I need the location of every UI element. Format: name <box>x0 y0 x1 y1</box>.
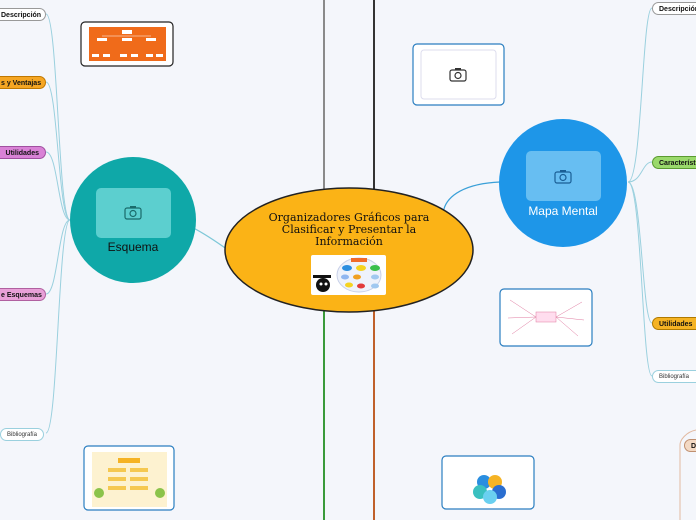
right-item-descripcion[interactable]: Descripción <box>652 2 696 15</box>
flower-thumbnail <box>473 475 506 504</box>
connector-left-4 <box>45 219 71 295</box>
right-item-bibliografia[interactable]: Bibliografía <box>652 370 696 383</box>
left-item-utilidades[interactable]: Utilidades <box>0 146 46 159</box>
left-item-esquemas[interactable]: e Esquemas <box>0 288 46 301</box>
connector-right-2 <box>627 161 653 183</box>
camera-icon <box>554 170 572 184</box>
organizer-illustration-image <box>311 255 386 295</box>
connector-left-2 <box>45 81 71 221</box>
left-item-ventajas[interactable]: s y Ventajas <box>0 76 46 89</box>
mapa-mental-label[interactable]: Mapa Mental <box>528 204 598 218</box>
mind-map-thumbnail <box>507 299 585 337</box>
org-chart-thumbnail <box>89 27 166 61</box>
esquema-label[interactable]: Esquema <box>107 240 159 254</box>
connector-left-5 <box>45 219 71 434</box>
right-item-utilidades[interactable]: Utilidades <box>652 317 696 330</box>
connector-right-1 <box>627 7 653 183</box>
connector-left-3 <box>45 151 71 221</box>
left-item-descripcion[interactable]: Descripción <box>0 8 46 21</box>
connector-right-4 <box>627 181 653 377</box>
camera-icon <box>449 68 467 82</box>
left-item-bibliografia[interactable]: Bibliografía <box>0 428 44 441</box>
esquema-image-placeholder <box>96 188 171 238</box>
connector-left-1 <box>45 13 71 221</box>
right-item-caracteristicas[interactable]: Característ <box>652 156 696 169</box>
right-item-d[interactable]: D <box>684 439 696 452</box>
mapa-image-placeholder <box>526 151 601 201</box>
central-title: Organizadores Gráficos para Clasificar y… <box>268 211 430 248</box>
pyramid-thumbnail <box>92 452 167 507</box>
camera-icon <box>124 206 142 220</box>
central-node <box>224 187 474 313</box>
connector-right-5 <box>679 429 696 520</box>
photo-placeholder <box>420 49 497 100</box>
